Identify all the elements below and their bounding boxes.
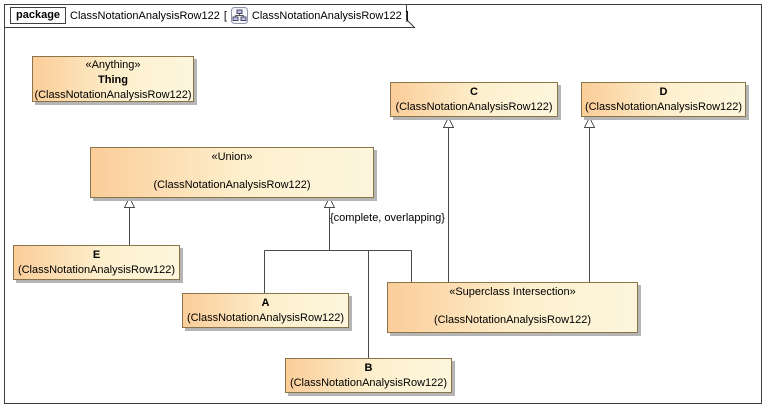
class-qualifier: (ClassNotationAnalysisRow122) [153,179,311,191]
package-name: ClassNotationAnalysisRow122 [70,9,220,22]
class-qualifier: (ClassNotationAnalysisRow122) [395,101,553,113]
class-box-c[interactable]: C (ClassNotationAnalysisRow122) [390,82,558,117]
frame-header[interactable]: package ClassNotationAnalysisRow122 [ Cl… [10,7,409,24]
frame-header-tab[interactable] [4,4,416,28]
class-name: Thing [98,74,128,86]
class-qualifier: (ClassNotationAnalysisRow122) [433,314,592,326]
generalization-arrowhead-union-right[interactable] [323,196,336,208]
class-name: E [92,249,101,261]
class-name: D [659,86,668,98]
stereotype-label: «Superclass Intersection» [449,286,576,298]
open-bracket: [ [223,9,227,22]
class-box-e[interactable]: E (ClassNotationAnalysisRow122) [13,245,180,280]
class-qualifier: (ClassNotationAnalysisRow122) [34,89,192,101]
class-name: B [364,362,373,374]
class-qualifier: (ClassNotationAnalysisRow122) [186,312,345,324]
class-box-thing[interactable]: «Anything» Thing (ClassNotationAnalysisR… [32,56,194,102]
class-box-b[interactable]: B (ClassNotationAnalysisRow122) [285,358,452,393]
class-box-superclass-intersection[interactable]: «Superclass Intersection» (ClassNotation… [387,282,638,333]
class-box-d[interactable]: D (ClassNotationAnalysisRow122) [581,82,746,117]
generalization-constraint-label: {complete, overlapping} [330,212,445,224]
generalization-arrowhead-c[interactable] [442,116,455,128]
class-box-union[interactable]: «Union» (ClassNotationAnalysisRow122) [90,147,374,198]
generalization-arrowhead-union-left[interactable] [123,196,136,208]
diagram-name: ClassNotationAnalysisRow122 [251,9,402,22]
class-box-a[interactable]: A (ClassNotationAnalysisRow122) [182,293,349,328]
generalization-arrowhead-d[interactable] [583,116,596,128]
class-qualifier: (ClassNotationAnalysisRow122) [584,101,743,113]
class-diagram-icon [230,7,248,24]
class-qualifier: (ClassNotationAnalysisRow122) [289,377,448,389]
stereotype-label: «Union» [211,151,253,163]
stereotype-label: «Anything» [85,59,141,71]
class-name: A [261,297,270,309]
package-keyword: package [10,7,67,24]
close-bracket: ] [405,9,409,22]
class-name: C [470,86,478,98]
class-qualifier: (ClassNotationAnalysisRow122) [17,264,176,276]
